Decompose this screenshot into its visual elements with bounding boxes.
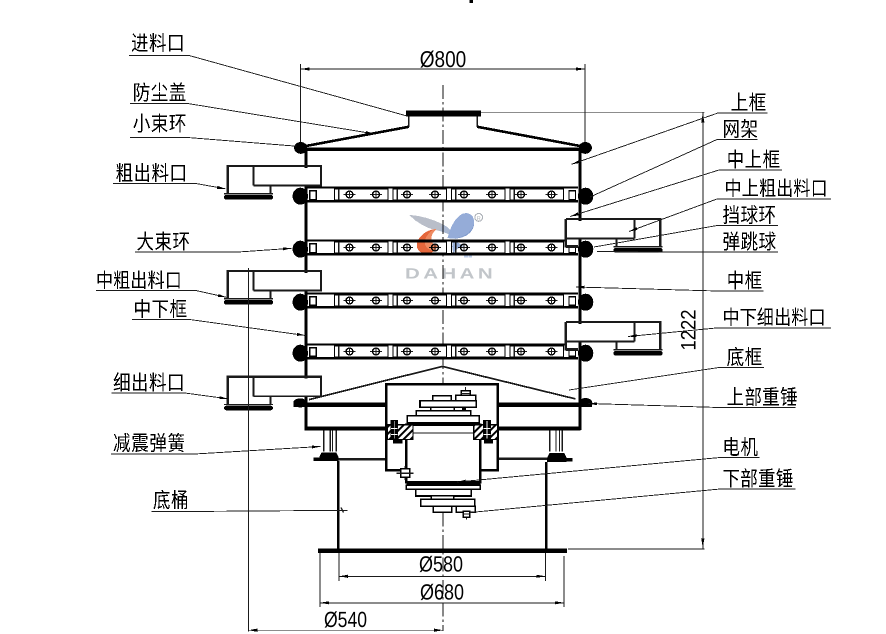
svg-text:Ø800: Ø800 <box>420 46 467 72</box>
svg-text:DAHAN: DAHAN <box>405 265 496 282</box>
svg-text:1222: 1222 <box>678 310 701 351</box>
svg-text:R: R <box>477 216 481 222</box>
svg-text:Ø540: Ø540 <box>324 607 367 632</box>
svg-text:Ø680: Ø680 <box>420 580 464 605</box>
svg-text:Ø580: Ø580 <box>419 552 463 577</box>
